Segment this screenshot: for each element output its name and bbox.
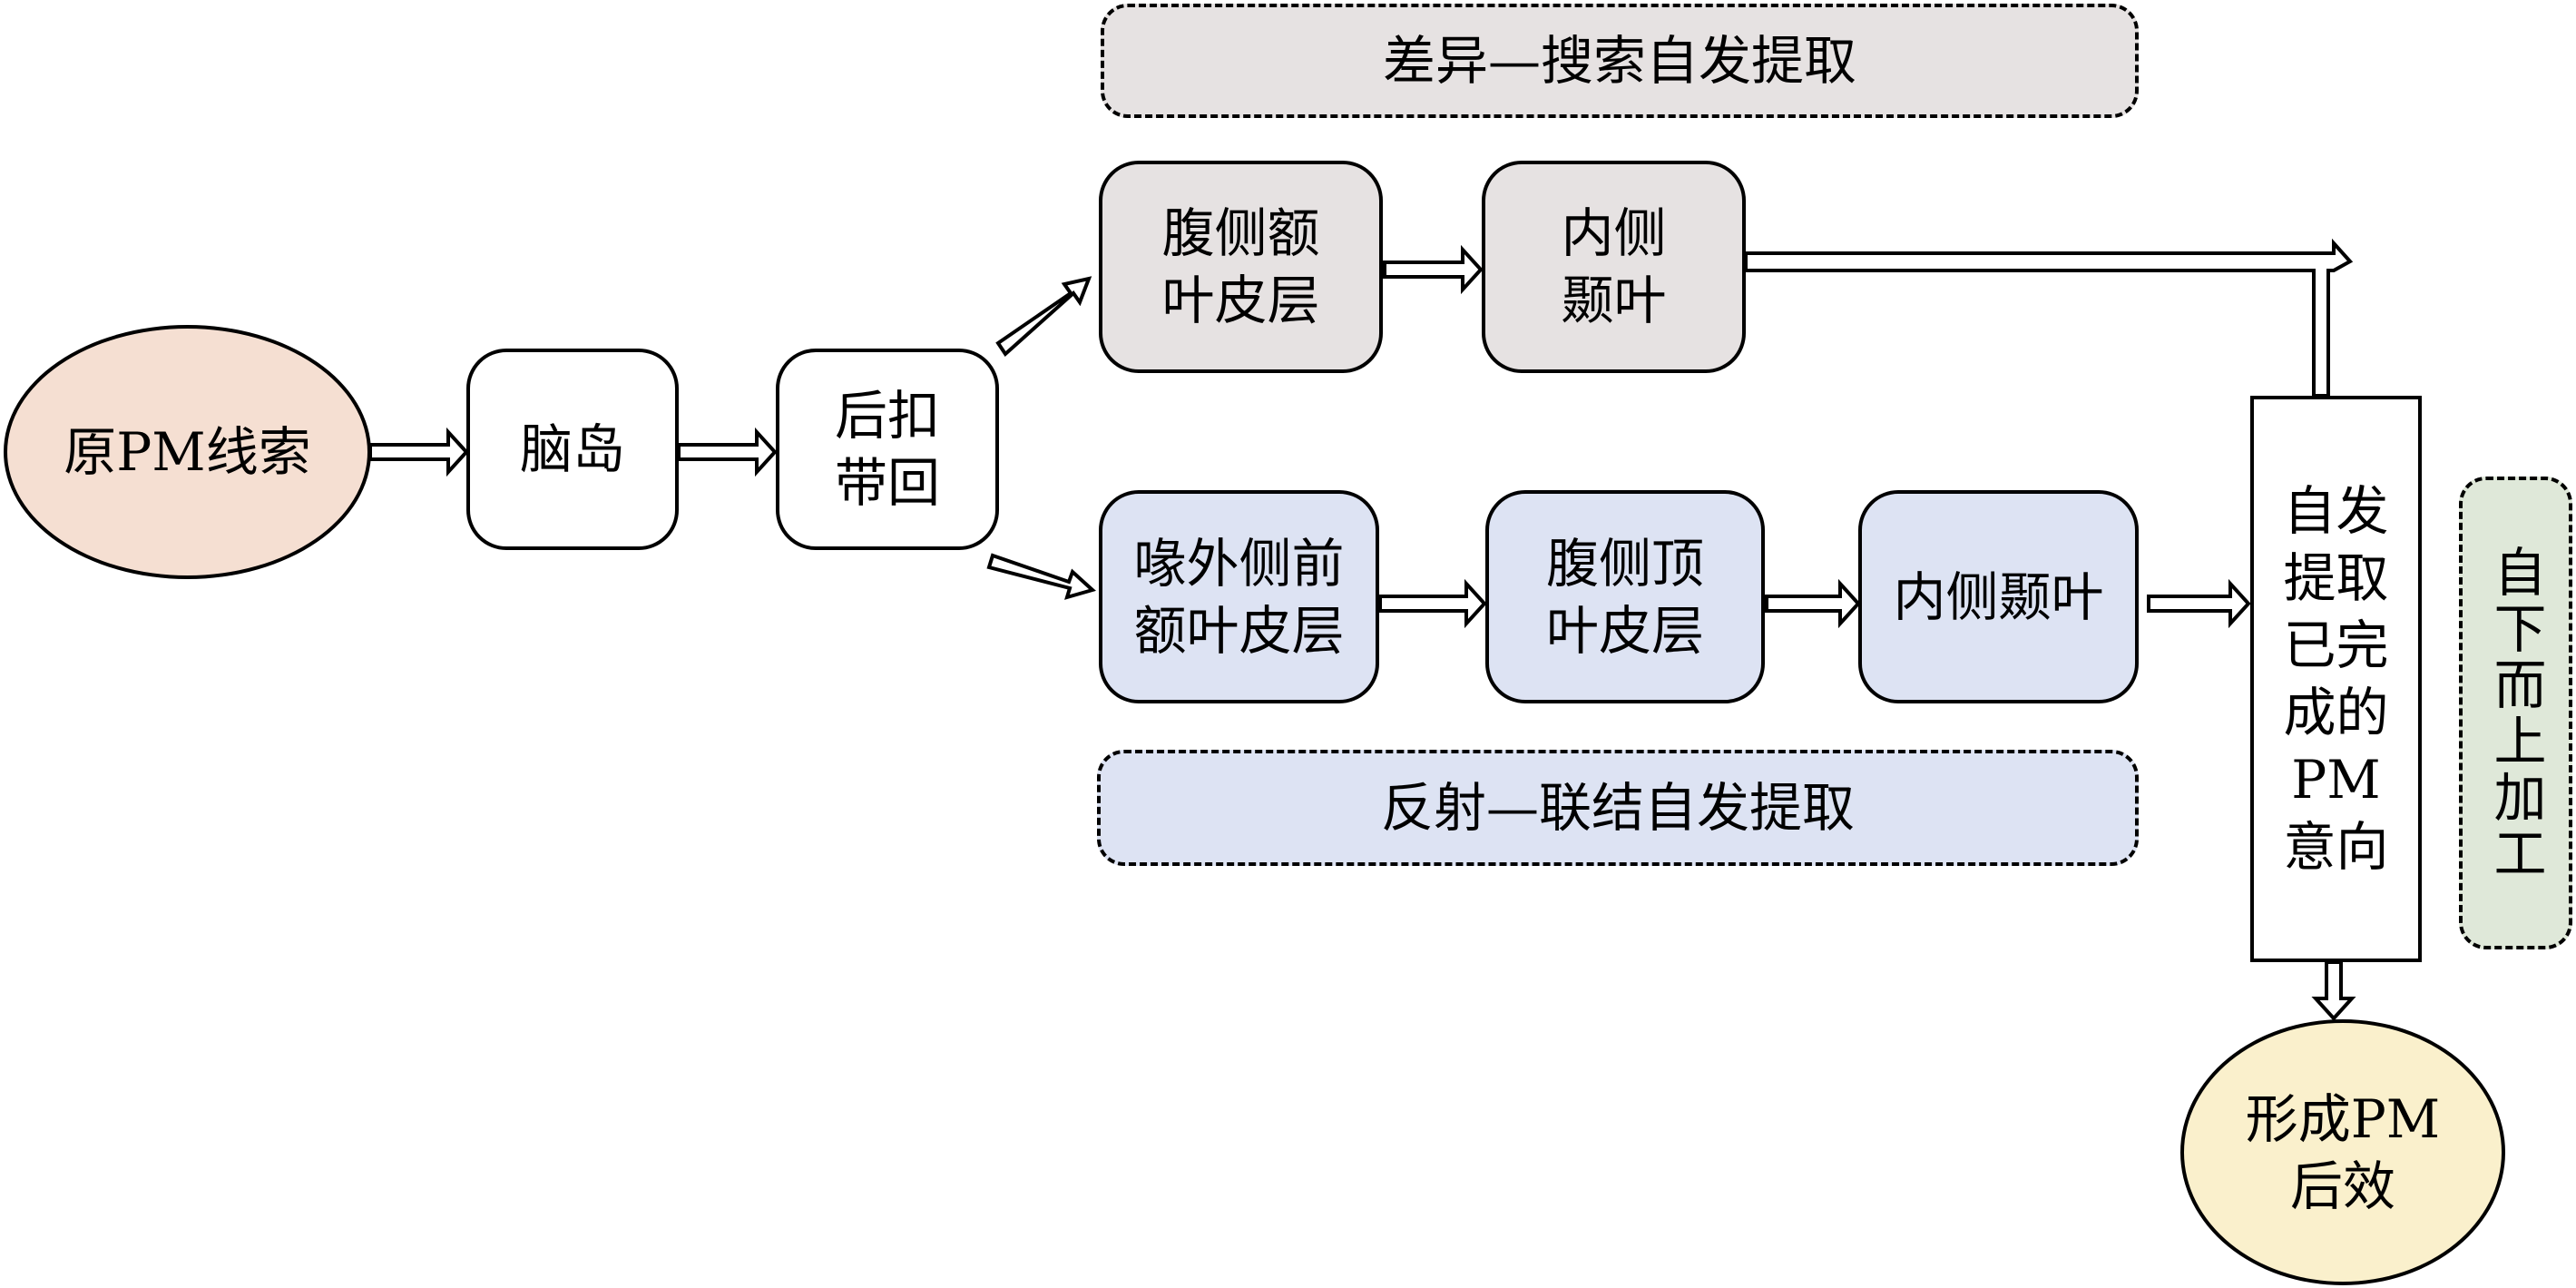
arrow-pcc-to-top	[995, 276, 1092, 358]
end-node: 形成PM后效	[2180, 1019, 2505, 1285]
arrow-bottom-1	[1378, 578, 1487, 629]
bottom-node-vpc: 腹侧顶叶皮层	[1485, 490, 1765, 703]
pcc-label: 后扣带回	[834, 385, 940, 514]
pcc-node: 后扣带回	[776, 349, 999, 550]
bottom-node-rlpfc: 喙外侧前额叶皮层	[1099, 490, 1379, 703]
start-node-label: 原PM线索	[64, 421, 311, 483]
top-node-vlpfc: 腹侧额叶皮层	[1099, 161, 1383, 373]
top-node-vlpfc-label: 腹侧额叶皮层	[1161, 202, 1320, 331]
top-node-mtl: 内侧颞叶	[1482, 161, 1746, 373]
insula-node: 脑岛	[466, 349, 679, 550]
arrow-bottom-3	[2147, 578, 2251, 629]
start-node: 原PM线索	[4, 325, 371, 579]
bottom-node-mtl-label: 内侧颞叶	[1893, 565, 2104, 628]
arrow-retrieval-to-end	[2311, 960, 2356, 1021]
retrieval-box-label: 自发提取已完成的PM意向	[2283, 480, 2389, 878]
bottom-node-mtl: 内侧颞叶	[1858, 490, 2139, 703]
end-node-label: 形成PM后效	[2245, 1087, 2441, 1217]
retrieval-box: 自发提取已完成的PM意向	[2250, 396, 2422, 962]
top-node-mtl-label: 内侧颞叶	[1561, 202, 1667, 331]
process-label-box: 自下而上加工	[2459, 477, 2572, 949]
bottom-pathway-title-box: 反射—联结自发提取	[1097, 750, 2139, 866]
arrow-start-to-insula	[368, 427, 469, 477]
bottom-pathway-title: 反射—联结自发提取	[1380, 777, 1855, 839]
process-label: 自下而上加工	[2484, 544, 2547, 882]
arrow-insula-to-pcc	[677, 427, 778, 477]
arrow-top-connector	[1744, 238, 2354, 398]
insula-label: 脑岛	[519, 418, 625, 480]
bottom-node-vpc-label: 腹侧顶叶皮层	[1545, 532, 1704, 662]
arrow-top-1	[1383, 244, 1484, 295]
top-pathway-title: 差异—搜索自发提取	[1382, 30, 1856, 92]
arrow-bottom-2	[1765, 578, 1861, 629]
top-pathway-title-box: 差异—搜索自发提取	[1101, 4, 2139, 118]
arrow-pcc-to-bottom	[986, 553, 1097, 600]
bottom-node-rlpfc-label: 喙外侧前额叶皮层	[1133, 532, 1345, 662]
